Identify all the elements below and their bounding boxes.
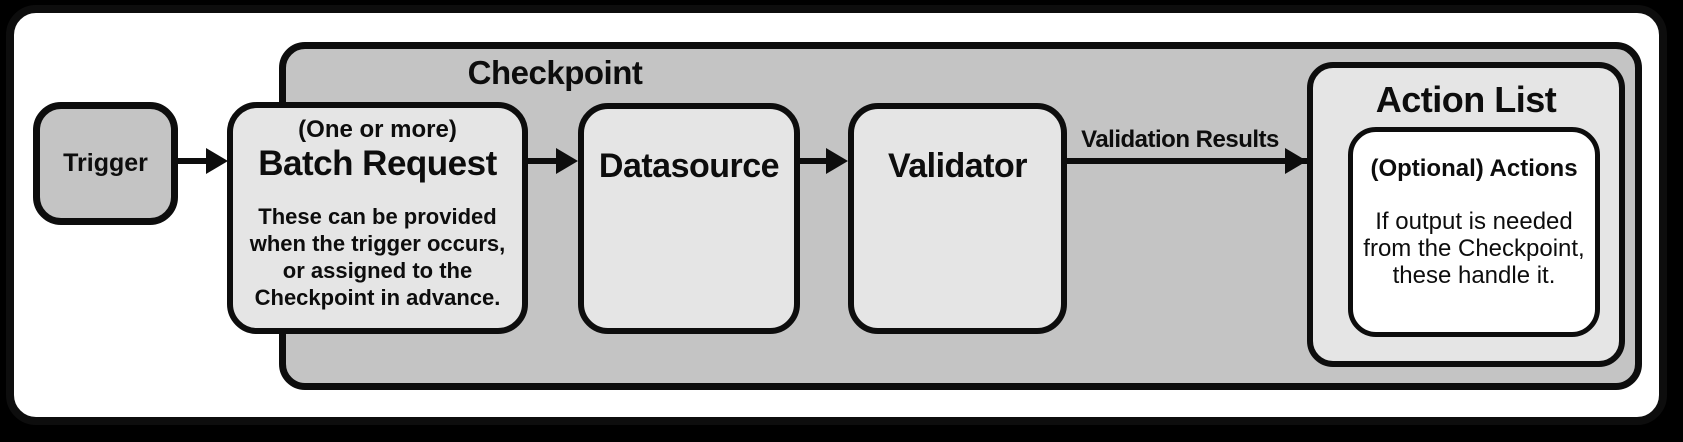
batch-request-title: Batch Request	[258, 144, 497, 183]
arrow-trigger-to-batch-line	[178, 158, 210, 164]
arrow-validator-to-actionlist-line	[1067, 158, 1330, 164]
optional-actions-title: (Optional) Actions	[1370, 155, 1578, 182]
validation-results-label: Validation Results	[1081, 126, 1279, 153]
batch-request-note: These can be provided when the trigger o…	[233, 203, 522, 311]
checkpoint-title: Checkpoint	[467, 54, 643, 91]
batch-request-note-line: or assigned to the	[282, 258, 473, 283]
node-validator: Validator	[848, 103, 1067, 334]
arrow-datasource-to-validator-line	[800, 158, 830, 164]
arrow-validator-to-actionlist-head	[1285, 148, 1307, 174]
optional-actions-note-line: from the Checkpoint,	[1363, 235, 1585, 262]
node-trigger: Trigger	[33, 102, 178, 225]
arrow-batch-to-datasource-line	[528, 158, 560, 164]
arrow-datasource-to-validator-head	[826, 148, 848, 174]
batch-request-qualifier: (One or more)	[298, 116, 457, 143]
arrow-trigger-to-batch-head	[206, 148, 228, 174]
node-batch-request: (One or more) Batch Request These can be…	[227, 102, 528, 334]
action-list-title: Action List	[1375, 79, 1557, 120]
validator-title: Validator	[887, 147, 1028, 185]
node-optional-actions: (Optional) Actions If output is needed f…	[1348, 127, 1600, 337]
trigger-label: Trigger	[63, 149, 148, 177]
datasource-title: Datasource	[598, 147, 780, 185]
batch-request-note-line: These can be provided	[258, 204, 497, 229]
batch-request-note-line: Checkpoint in advance.	[254, 285, 501, 310]
node-datasource: Datasource	[578, 103, 800, 334]
optional-actions-note-line: these handle it.	[1392, 262, 1556, 289]
optional-actions-note-line: If output is needed	[1375, 208, 1573, 235]
batch-request-note-line: when the trigger occurs,	[249, 231, 506, 256]
optional-actions-note: If output is needed from the Checkpoint,…	[1353, 208, 1595, 289]
arrow-batch-to-datasource-head	[556, 148, 578, 174]
